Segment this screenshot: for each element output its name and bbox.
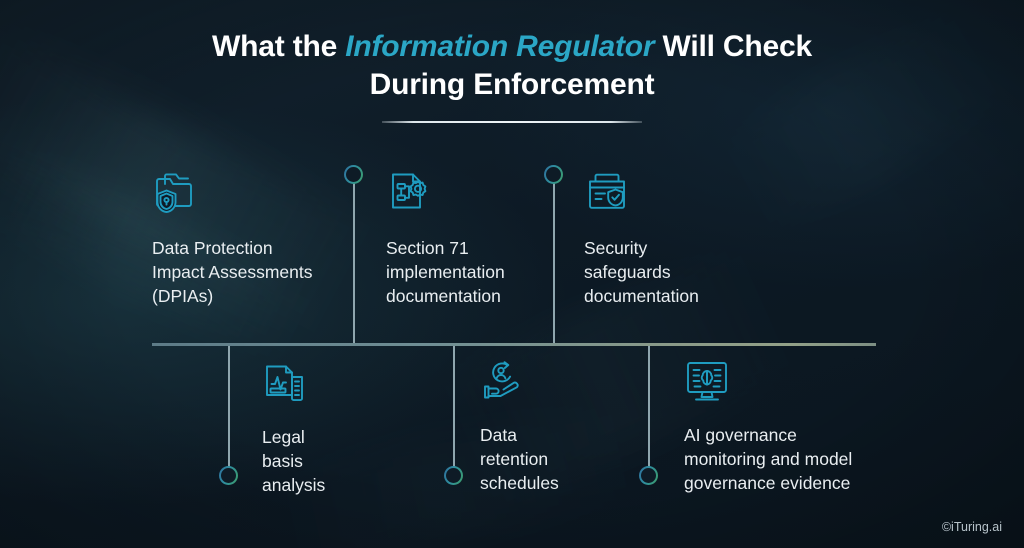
timeline-node-dot-top-1 — [344, 165, 363, 184]
timeline-item-label: Data Protection Impact Assessments (DPIA… — [152, 238, 313, 306]
title-line-1: What the Information Regulator Will Chec… — [0, 28, 1024, 66]
timeline-item-label: Security safeguards documentation — [584, 238, 699, 306]
title-line-2: During Enforcement — [369, 68, 655, 101]
timeline-connector-bottom-1 — [228, 345, 230, 470]
title-text-after-accent: Will Check — [654, 30, 813, 63]
file-box-shield-check-icon — [584, 168, 630, 214]
title-underline-divider — [382, 121, 642, 123]
page-title: What the Information Regulator Will Chec… — [0, 28, 1024, 123]
timeline-item-legal-basis: Legal basis analysis — [262, 360, 382, 497]
timeline-horizontal-axis — [152, 343, 876, 346]
timeline-node-dot-bottom-3 — [639, 466, 658, 485]
timeline-item-dpia: Data Protection Impact Assessments (DPIA… — [152, 168, 342, 308]
folder-shield-lock-icon — [152, 168, 198, 214]
timeline-connector-bottom-2 — [453, 345, 455, 470]
timeline-item-data-retention: Data retention schedules — [480, 358, 620, 495]
timeline-connector-top-2 — [553, 178, 555, 344]
timeline-item-label: AI governance monitoring and model gover… — [684, 425, 853, 493]
timeline-item-label: Legal basis analysis — [262, 427, 326, 495]
timeline-item-ai-governance: AI governance monitoring and model gover… — [684, 358, 894, 495]
document-analytics-icon — [262, 360, 308, 406]
footer-credit: ©iTuring.ai — [941, 520, 1002, 534]
timeline-node-dot-bottom-2 — [444, 466, 463, 485]
title-accent-text: Information Regulator — [345, 30, 655, 63]
timeline-connector-top-1 — [353, 178, 355, 344]
timeline-item-label: Data retention schedules — [480, 425, 559, 493]
document-gear-flow-icon — [386, 168, 432, 214]
timeline-connector-bottom-3 — [648, 345, 650, 470]
timeline-item-section-71: Section 71 implementation documentation — [386, 168, 546, 308]
timeline-item-label: Section 71 implementation documentation — [386, 238, 505, 306]
timeline-item-security-safeguards: Security safeguards documentation — [584, 168, 754, 308]
timeline-node-dot-top-2 — [544, 165, 563, 184]
timeline-node-dot-bottom-1 — [219, 466, 238, 485]
title-text-before-accent: What the — [212, 30, 346, 63]
hand-holding-user-icon — [480, 358, 526, 404]
monitor-brain-ai-icon — [684, 358, 730, 404]
